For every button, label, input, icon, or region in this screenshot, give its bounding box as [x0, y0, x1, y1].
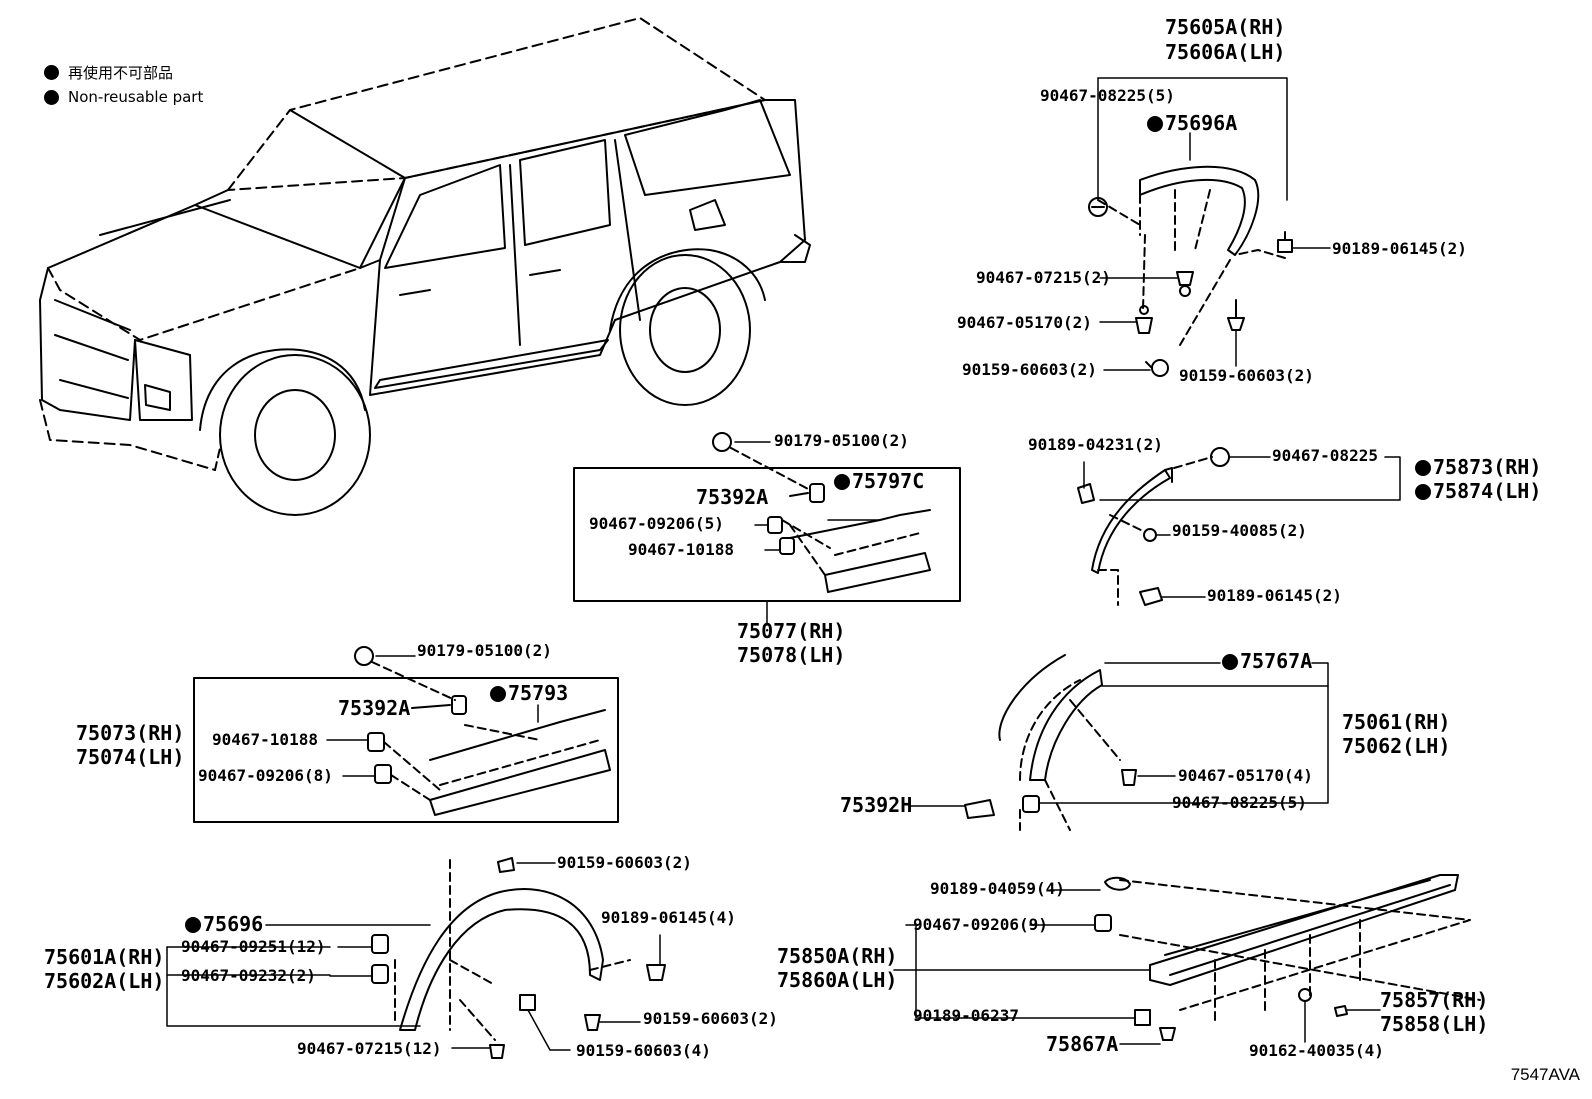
callout-75605A: 75605A(RH) — [1165, 15, 1286, 39]
non-reusable-dot-icon — [44, 89, 59, 105]
rear-flare-assembly — [1088, 77, 1331, 377]
callout-90467-05170-4: 90467-05170(4) — [1178, 766, 1313, 785]
non-reusable-dot-icon — [44, 65, 59, 80]
callout-75606A: 75606A(LH) — [1165, 40, 1286, 64]
illustration-code: 7547AVA — [1510, 1065, 1580, 1084]
callout-75696A: 75696A — [1147, 113, 1237, 133]
callout-75797C: 75797C — [834, 471, 924, 491]
legend-jp-text: 再使用不可部品 — [68, 64, 174, 82]
callout-90467-09206-8: 90467-09206(8) — [198, 766, 333, 785]
front-door-molding-assembly — [193, 646, 619, 823]
vehicle-illustration — [39, 17, 811, 516]
callout-75873: 75873(RH) — [1415, 457, 1541, 477]
callout-90162-40035: 90162-40035(4) — [1249, 1041, 1384, 1060]
callout-90467-08225-top: 90467-08225(5) — [1040, 86, 1175, 105]
callout-90467-05170-2: 90467-05170(2) — [957, 313, 1092, 332]
callout-90467-09206-9: 90467-09206(9) — [913, 915, 1048, 934]
front-wheel-flare-assembly — [166, 857, 666, 1059]
callout-90467-07215-12: 90467-07215(12) — [297, 1039, 442, 1058]
rear-quarter-molding-assembly — [1077, 447, 1401, 606]
callout-75074: 75074(LH) — [76, 745, 185, 769]
callout-75602A: 75602A(LH) — [44, 969, 165, 993]
callout-90159-60603-b: 90159-60603(2) — [1179, 366, 1314, 385]
callout-75850A: 75850A(RH) — [777, 944, 898, 968]
callout-75392H: 75392H — [840, 793, 913, 817]
callout-75860A: 75860A(LH) — [777, 968, 898, 992]
callout-90189-06145-4: 90189-06145(4) — [601, 908, 736, 927]
callout-90189-04231: 90189-04231(2) — [1028, 435, 1163, 454]
callout-90159-60603-fr-top: 90159-60603(2) — [557, 853, 692, 872]
callout-75858: 75858(LH) — [1380, 1012, 1489, 1036]
callout-90189-06145-rr: 90189-06145(2) — [1207, 586, 1342, 605]
rear-wheel-flare-assembly — [909, 654, 1329, 831]
legend-en-text: Non-reusable part — [68, 88, 204, 106]
callout-90467-08225-rr: 90467-08225 — [1272, 446, 1378, 465]
callout-90179-05100-mid: 90179-05100(2) — [774, 431, 909, 450]
callout-90467-08225-mid: 90467-08225(5) — [1172, 793, 1307, 812]
rear-door-molding-assembly — [573, 432, 961, 626]
callout-90467-07215: 90467-07215(2) — [976, 268, 1111, 287]
callout-90467-09251: 90467-09251(12) — [181, 937, 326, 956]
callout-90159-60603-a: 90159-60603(2) — [962, 360, 1097, 379]
callout-90159-60603-4: 90159-60603(4) — [576, 1041, 711, 1060]
callout-75857: 75857(RH) — [1380, 988, 1489, 1012]
callout-90179-05100-left: 90179-05100(2) — [417, 641, 552, 660]
callout-75874: 75874(LH) — [1415, 481, 1541, 501]
rocker-panel-assembly — [893, 874, 1481, 1045]
legend-en: Non-reusable part — [44, 88, 203, 106]
callout-75601A: 75601A(RH) — [44, 945, 165, 969]
callout-75867A: 75867A — [1046, 1032, 1119, 1056]
callout-90189-06145-top: 90189-06145(2) — [1332, 239, 1467, 258]
callout-75767A: 75767A — [1222, 651, 1312, 671]
callout-75793: 75793 — [490, 683, 568, 703]
callout-90467-10188-left: 90467-10188 — [212, 730, 318, 749]
callout-75392A-mid: 75392A — [696, 485, 769, 509]
callout-75078: 75078(LH) — [737, 643, 846, 667]
callout-90189-06237: 90189-06237 — [913, 1006, 1019, 1025]
callout-75061: 75061(RH) — [1342, 710, 1451, 734]
callout-90189-04059: 90189-04059(4) — [930, 879, 1065, 898]
callout-75077: 75077(RH) — [737, 619, 846, 643]
callout-90467-09206-5: 90467-09206(5) — [589, 514, 724, 533]
legend-jp: 再使用不可部品 — [44, 62, 173, 83]
callout-90467-09232: 90467-09232(2) — [181, 966, 316, 985]
callout-75696: 75696 — [185, 914, 263, 934]
callout-90159-60603-fr-bot: 90159-60603(2) — [643, 1009, 778, 1028]
callout-90159-40085: 90159-40085(2) — [1172, 521, 1307, 540]
callout-75073: 75073(RH) — [76, 721, 185, 745]
callout-75062: 75062(LH) — [1342, 734, 1451, 758]
callout-75392A-left: 75392A — [338, 696, 411, 720]
callout-90467-10188-mid: 90467-10188 — [628, 540, 734, 559]
